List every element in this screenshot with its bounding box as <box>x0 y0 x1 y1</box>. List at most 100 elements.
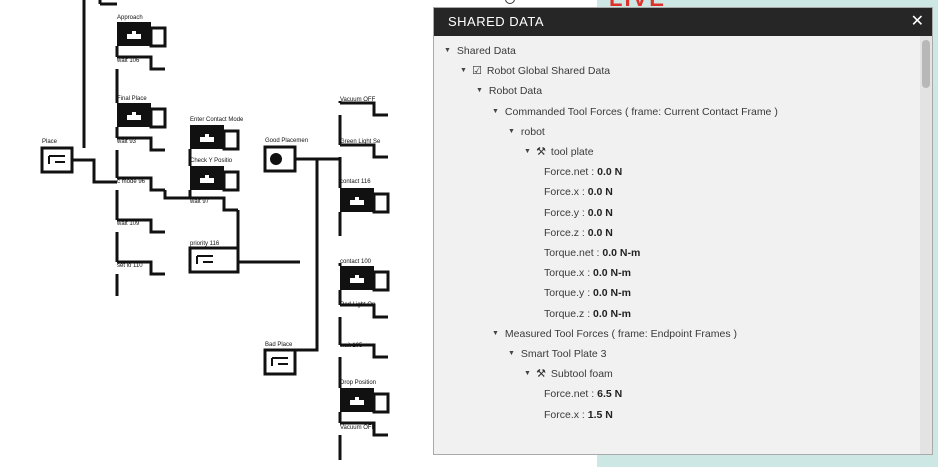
tree-node[interactable]: ▼ robot <box>508 123 545 141</box>
flow-node-drop-position[interactable]: Drop Position <box>340 380 390 414</box>
tree-value: 6.5 N <box>597 388 623 401</box>
expand-arrow-icon[interactable]: ▼ <box>492 107 499 115</box>
expand-arrow-icon[interactable]: ▼ <box>444 47 451 54</box>
tree-label: Measured Tool Forces ( frame: Endpoint F… <box>502 327 737 340</box>
node-body[interactable] <box>117 176 165 192</box>
tree-label: Force.net : <box>544 166 598 179</box>
expand-arrow-icon[interactable]: ▼ <box>508 127 515 135</box>
selector-circle-icon <box>270 153 282 165</box>
tree-node[interactable]: ▼ Robot Data <box>476 82 542 100</box>
tree-value-row: Force.y : 0.0 N <box>544 204 613 222</box>
tree-value-row: Torque.y : 0.0 N-m <box>544 284 631 302</box>
tree-node[interactable]: ▼ Commanded Tool Forces ( frame: Current… <box>492 103 778 121</box>
flow-node-label: Good Placemen <box>265 138 308 144</box>
node-body[interactable] <box>340 143 388 159</box>
tree-label: Torque.x : <box>544 267 594 280</box>
tree-value: 0.0 N <box>587 206 613 219</box>
node-body[interactable] <box>340 343 388 359</box>
flow-node-contact-100[interactable]: contact 100 <box>340 259 390 292</box>
flow-node-good-placement[interactable]: Good Placemen <box>263 138 308 173</box>
node-body[interactable] <box>263 348 297 376</box>
flow-node-approach[interactable]: Approach <box>117 15 167 48</box>
expand-arrow-icon[interactable]: ▼ <box>508 350 515 357</box>
flow-node-wait-105[interactable]: wait 105 <box>339 343 388 359</box>
panel-title: SHARED DATA <box>448 14 545 29</box>
tree-node[interactable]: ▼ Shared Data <box>444 42 516 60</box>
node-body[interactable] <box>340 303 388 319</box>
flow-node-label: Vacuum OFF <box>340 425 376 431</box>
flow-node-label: Enter Contact Mode <box>190 117 244 123</box>
node-port <box>149 107 167 129</box>
tree-node[interactable]: ▼ Measured Tool Forces ( frame: Endpoint… <box>492 325 737 343</box>
node-body[interactable] <box>340 101 388 117</box>
scrollbar-track[interactable] <box>920 36 932 454</box>
flow-node-wait-106[interactable]: wait 106 <box>116 55 165 71</box>
tree-value-row: Force.x : 1.5 N <box>544 406 613 424</box>
expand-arrow-icon[interactable]: ▼ <box>524 370 531 378</box>
flow-node-wait-109[interactable]: wait 109 <box>116 218 165 234</box>
node-body[interactable] <box>190 196 238 212</box>
tree-node[interactable]: ▼ Smart Tool Plate 3 <box>508 345 607 363</box>
flow-node-vacuum-off-1[interactable]: Vacuum OFF <box>340 97 388 117</box>
tree-label: Torque.net : <box>544 247 603 259</box>
node-body[interactable] <box>117 136 165 152</box>
flow-node-wait-97[interactable]: wait 97 <box>189 196 238 212</box>
flow-node-red-light-on[interactable]: Red Light On <box>340 302 388 319</box>
flow-node-final-place[interactable]: Final Place <box>117 96 167 129</box>
node-body[interactable] <box>117 260 165 276</box>
tree-node[interactable]: ▼⚒ tool plate <box>524 143 594 161</box>
flow-node-c-mode-96[interactable]: c mode 96 <box>117 176 165 192</box>
close-icon[interactable]: ✕ <box>910 11 924 30</box>
flow-node-label: priority 116 <box>190 241 220 247</box>
flow-node-wait-93[interactable]: wait 93 <box>116 136 165 152</box>
flow-node-vacuum-off-2[interactable]: Vacuum OFF <box>340 421 388 437</box>
flow-node-set-io-110[interactable]: set io 110 <box>117 260 165 276</box>
tree-value-row: Force.x : 0.0 N <box>544 183 613 201</box>
expand-arrow-icon[interactable]: ▼ <box>492 329 499 337</box>
tree-label: robot <box>518 125 545 138</box>
tree-value: 0.0 N <box>587 186 613 199</box>
tree-value-row: Torque.z : 0.0 N-m <box>544 305 631 323</box>
node-body[interactable] <box>117 218 165 234</box>
tree-label: Force.y : <box>544 206 588 219</box>
tree-label: Force.z : <box>544 226 588 239</box>
flow-node-contact-116[interactable]: contact 116 <box>340 179 390 214</box>
flow-node-place[interactable]: Place <box>40 139 74 174</box>
flow-node-label: wait 105 <box>339 343 363 349</box>
flow-node-label: Check Y Positio <box>190 158 233 164</box>
tree-node[interactable]: ▼☑ Robot Global Shared Data <box>460 62 610 80</box>
flow-node-bad-place[interactable]: Bad Place <box>263 342 297 376</box>
flow-node-green-light[interactable]: Green Light Se <box>340 139 388 159</box>
node-body[interactable] <box>340 421 388 437</box>
flow-node-label: Place <box>42 139 58 145</box>
tree-value-row: Force.net : 6.5 N <box>544 385 622 403</box>
node-glyph-icon <box>271 357 288 366</box>
tree-label: tool plate <box>548 146 594 158</box>
shared-data-panel: SHARED DATA ✕ ▼ Shared Data ▼☑ Robot Glob… <box>433 7 933 455</box>
expand-arrow-icon[interactable]: ▼ <box>476 87 483 95</box>
tree-value-row: Force.z : 0.0 N <box>544 224 613 242</box>
node-port <box>372 192 390 214</box>
shared-data-tree: ▼ Shared Data ▼☑ Robot Global Shared Data… <box>434 36 922 454</box>
node-body[interactable] <box>188 246 240 274</box>
tree-value: 1.5 N <box>587 408 613 421</box>
flow-node-check-y-position[interactable]: Check Y Positio <box>190 158 240 192</box>
flow-node-priority-116[interactable]: priority 116 <box>188 241 240 274</box>
tree-label: Force.x : <box>544 186 588 199</box>
flow-wire <box>295 159 319 352</box>
tree-value: 0.0 N <box>597 166 623 179</box>
flow-node-label: wait 109 <box>116 221 140 227</box>
tree-node[interactable]: ▼⚒ Subtool foam <box>524 365 613 383</box>
tree-label: Torque.y : <box>544 287 594 300</box>
expand-arrow-icon[interactable]: ▼ <box>460 67 467 75</box>
node-body[interactable] <box>117 55 165 71</box>
tree-label: Smart Tool Plate 3 <box>518 348 607 360</box>
scrollbar-thumb[interactable] <box>922 40 930 88</box>
flow-node-enter-contact-mode[interactable]: Enter Contact Mode <box>190 117 244 151</box>
node-body[interactable] <box>40 146 74 174</box>
node-port <box>372 392 390 414</box>
expand-arrow-icon[interactable]: ▼ <box>524 148 531 155</box>
tree-label: Torque.z : <box>544 307 594 320</box>
